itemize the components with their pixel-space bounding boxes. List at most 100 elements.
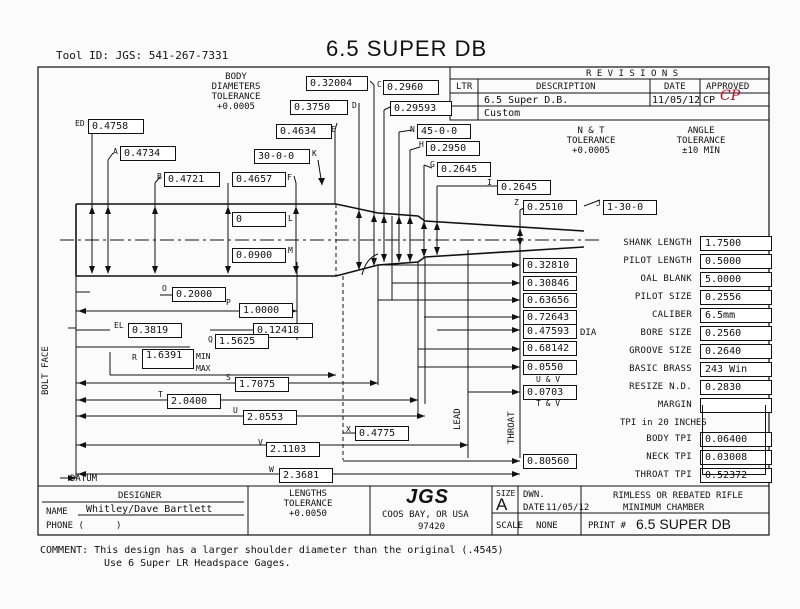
dim-letter-x: X xyxy=(346,425,351,434)
oal-blank-label: OAL BLANK xyxy=(640,274,692,284)
dim-letter-u: U xyxy=(233,406,238,415)
print-label: PRINT # xyxy=(588,521,626,531)
value-0-47593: 0.47593 xyxy=(523,324,577,339)
bolt-face-label: BOLT FACE xyxy=(41,346,51,395)
dim-letter-i: I xyxy=(487,178,492,187)
caliber-label: CALIBER xyxy=(651,310,692,320)
neck-tpi-label: NECK TPI xyxy=(646,452,692,462)
body-tpi-value: 0.06400 xyxy=(700,432,772,447)
basic-brass-value: 243 Win xyxy=(700,362,772,377)
phone-close: ) xyxy=(116,521,122,531)
dim-g-box: 0.2645 xyxy=(437,162,491,177)
tool-id: Tool ID: JGS: 541-267-7331 xyxy=(56,49,229,62)
dim-a-box: 0.4734 xyxy=(120,146,176,161)
caliber-value: 6.5mm xyxy=(700,308,772,323)
dim-x-box: 0.4775 xyxy=(355,426,409,441)
dim-d-box: 0.3750 xyxy=(290,100,348,115)
revisions-col-ltr: LTR xyxy=(456,82,473,92)
dim-letter-g: G xyxy=(430,160,435,169)
size-label: SIZE xyxy=(496,489,516,498)
dim-k-box: 30-0-0 xyxy=(254,149,310,164)
dim-letter-c: C xyxy=(377,80,382,89)
dim-letter-m: M xyxy=(288,246,293,255)
dim-letter-l: L xyxy=(288,214,293,223)
dim-s-box: 1.7075 xyxy=(235,377,289,392)
dim-letter-h: H xyxy=(419,140,424,149)
company-zip: 97420 xyxy=(418,522,446,532)
throat-tpi-label: THROAT TPI xyxy=(634,470,692,480)
basic-brass-label: BASIC BRASS xyxy=(629,364,692,374)
dim-b-box: 0.4721 xyxy=(164,172,220,187)
lead-label: LEAD xyxy=(453,408,463,430)
dim-letter-e: E xyxy=(331,125,336,134)
oal-blank-value: 5.0000 xyxy=(700,272,772,287)
comment-line-1: COMMENT: This design has a larger should… xyxy=(40,545,504,556)
scale-label: SCALE xyxy=(496,521,524,531)
dim-letter-j: J xyxy=(596,199,601,208)
revision-description: 6.5 Super D.B. xyxy=(484,95,569,106)
print-number: 6.5 SUPER DB xyxy=(636,516,731,532)
dim-l-box: 0 xyxy=(232,212,286,227)
dim-p-box: 1.0000 xyxy=(239,303,293,318)
dim-h-box: 0.2950 xyxy=(426,141,480,156)
dim-n-box: 45-0-0 xyxy=(417,124,471,139)
pilot-length-value: 0.5000 xyxy=(700,254,772,269)
dim-j-box: 1-30-0 xyxy=(603,200,657,215)
groove-size-value: 0.2640 xyxy=(700,344,772,359)
dim-ed-box: 0.4758 xyxy=(88,119,144,134)
description-line1: RIMLESS OR REBATED RIFLE xyxy=(613,491,744,501)
dim-el-box: 0.3819 xyxy=(128,323,182,338)
dim-o-box: 0.2000 xyxy=(172,287,226,302)
dim-letter-d: D xyxy=(352,101,357,110)
dim-f-box: 0.4657 xyxy=(232,172,286,187)
description-line2: MINIMUM CHAMBER xyxy=(623,503,705,513)
name-label: NAME xyxy=(46,507,68,517)
dim-letter-n: N xyxy=(410,125,415,134)
comment-line-2: Use 6 Super LR Headspace Gages. xyxy=(104,558,291,569)
tpi-header: TPI in 20 INCHES xyxy=(620,418,707,428)
designer-label: DESIGNER xyxy=(118,491,162,501)
dim-z-box: 0.2510 xyxy=(523,200,577,215)
revision-approved: CP xyxy=(703,95,716,106)
dim-letter-a: A xyxy=(113,147,118,156)
value-0-32810: 0.32810 xyxy=(523,258,577,273)
value-0-0703: 0.0703 xyxy=(523,385,577,400)
scale-value: NONE xyxy=(536,521,558,531)
dim-q-box: 1.5625 xyxy=(215,334,269,349)
datum-label: DATUM xyxy=(70,474,98,484)
dim-letter-z: Z xyxy=(514,198,519,207)
dim-letter-t: T xyxy=(158,390,163,399)
dim-i-box: 0.2645 xyxy=(497,180,551,195)
dim-letter-s: S xyxy=(226,373,231,382)
revisions-col-date: DATE xyxy=(664,82,686,92)
specs-table: SHANK LENGTH 1.7500 PILOT LENGTH 0.5000 … xyxy=(590,236,772,486)
resize-nd-value: 0.2830 xyxy=(700,380,772,395)
revision-date: 11/05/12 xyxy=(652,95,701,106)
throat-label: THROAT xyxy=(507,411,517,444)
dim-r-box: 1.6391 xyxy=(142,349,194,369)
dim-letter-p: P xyxy=(226,298,231,307)
t-v-label: T & V xyxy=(536,399,561,408)
neck-tpi-value: 0.03008 xyxy=(700,450,772,465)
revisions-title: R E V I S I O N S xyxy=(586,69,679,79)
dim-letter-r: R xyxy=(132,353,137,362)
throat-tpi-value: 0.52372 xyxy=(700,468,772,483)
bore-size-label: BORE SIZE xyxy=(640,328,692,338)
pilot-size-label: PILOT SIZE xyxy=(634,292,692,302)
dim-letter-ed: ED xyxy=(75,119,85,128)
dim-letter-el: EL xyxy=(114,321,124,330)
value-0-68142: 0.68142 xyxy=(523,341,577,356)
revision-custom: Custom xyxy=(484,108,521,119)
u-v-label: U & V xyxy=(536,375,561,384)
revisions-col-description: DESCRIPTION xyxy=(536,82,596,92)
designer-name: Whitley/Dave Bartlett xyxy=(86,504,213,515)
margin-value xyxy=(700,398,772,413)
margin-label: MARGIN xyxy=(657,400,692,410)
shank-length-value: 1.7500 xyxy=(700,236,772,251)
dim-letter-o: O xyxy=(162,284,167,293)
dim-letter-q: Q xyxy=(208,335,213,344)
